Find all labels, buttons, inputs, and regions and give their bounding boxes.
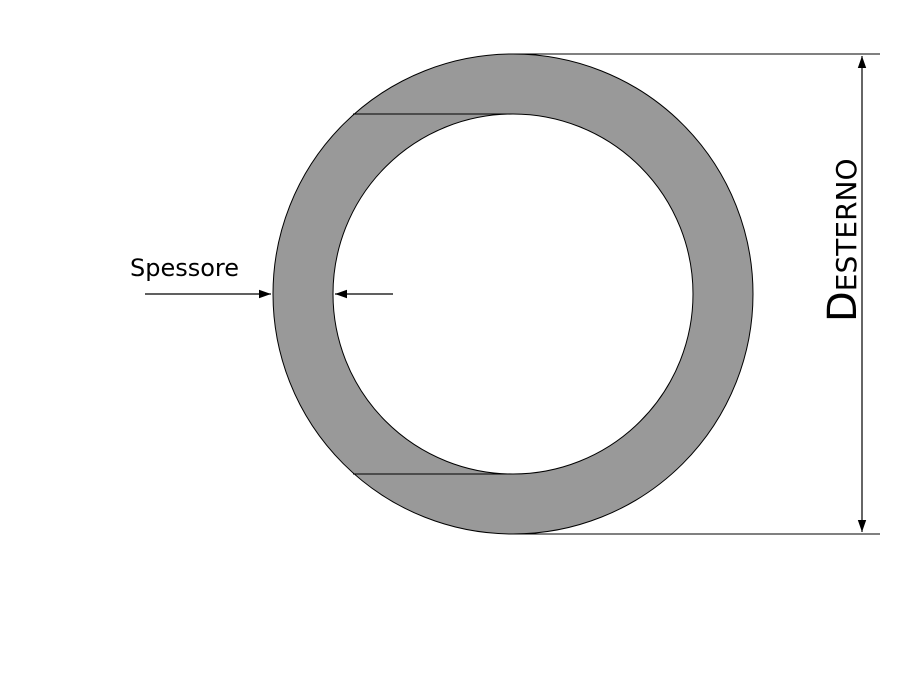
outer-diameter-label-rest: ESTERNO — [830, 158, 863, 291]
thickness-label: Spessore — [130, 254, 239, 282]
tube-wall-ring — [272, 53, 754, 535]
outer-diameter-label: DESTERNO — [820, 158, 866, 322]
outer-diameter-label-initial: D — [820, 291, 866, 322]
